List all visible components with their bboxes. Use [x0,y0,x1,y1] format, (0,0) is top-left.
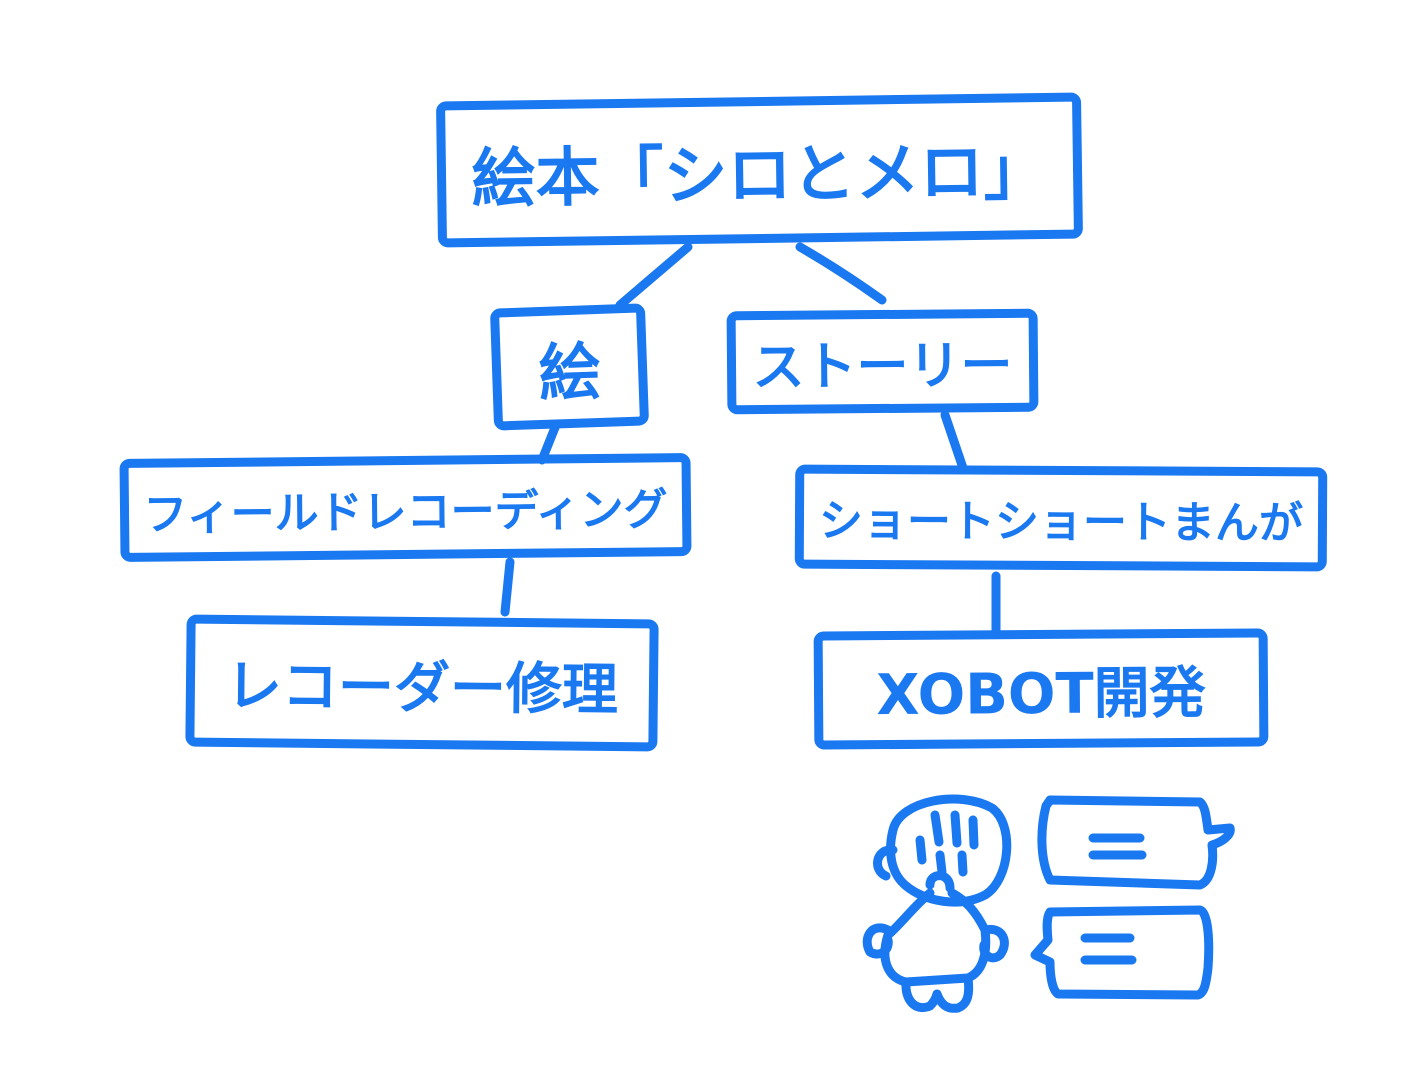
node-xobot-dev: XOBOT開発 [813,628,1269,750]
character-body [880,888,991,987]
speech-bubble-bottom [1030,905,1214,1000]
node-field-recording: フィールドレコーディング [119,453,692,562]
equals-icon-bottom [1080,933,1137,965]
edge-story-short [940,410,968,473]
node-e-label: 絵 [537,334,602,411]
node-story-label: ストーリー [752,335,1013,399]
node-recorder-repair-label: レコーダー修理 [225,653,619,723]
character-ear [873,845,898,881]
edge-root-e [615,242,693,310]
character-illustration [862,794,1012,1013]
edge-e-field [537,420,561,465]
speech-bubble-bottom-outline [1030,905,1214,1000]
node-short-short-manga: ショートショートまんが [794,464,1328,572]
character-right-hand [979,924,1009,963]
node-e: 絵 [489,303,650,431]
node-story: ストーリー [726,308,1039,415]
edge-root-story [795,242,887,305]
node-recorder-repair: レコーダー修理 [185,614,659,752]
character-mouth [925,871,955,893]
edge-field-repair [500,557,515,617]
character-hair [915,810,979,877]
character-legs [901,973,974,1013]
node-root-label: 絵本「シロとメロ」 [471,134,1049,218]
character-left-hand [862,923,893,959]
character-head [886,794,1012,907]
equals-icon-top [1088,833,1147,860]
node-field-recording-label: フィールドレコーディング [143,483,668,541]
node-short-short-manga-label: ショートショートまんが [818,495,1304,550]
speech-bubble-top-outline [1037,795,1235,890]
speech-bubble-top [1037,795,1235,890]
node-xobot-dev-label: XOBOT開発 [876,660,1206,728]
node-root: 絵本「シロとメロ」 [436,92,1083,248]
